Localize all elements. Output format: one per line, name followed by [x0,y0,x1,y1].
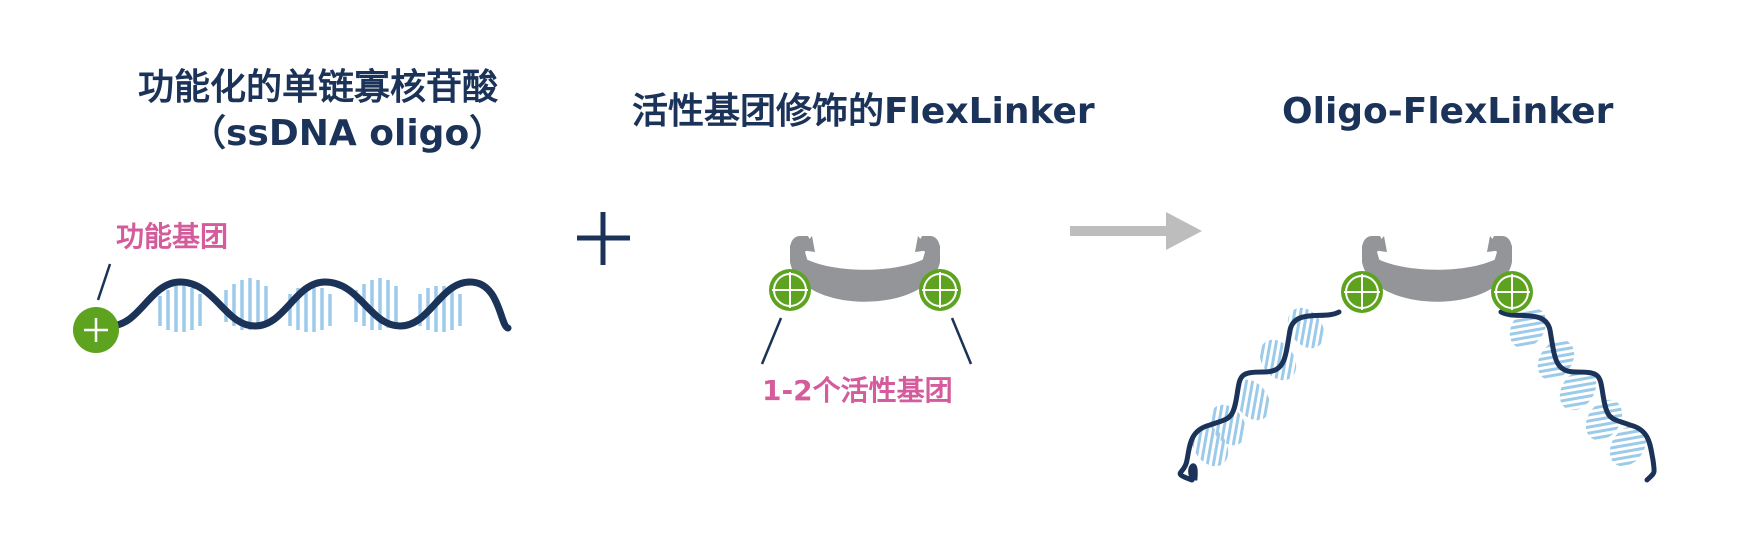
dna-strand-icon [106,278,512,332]
functional-group-label: 功能基团 [116,220,229,253]
panel1-title-line2: （ssDNA oligo） [190,113,506,154]
base-pairs-left-icon [1191,307,1325,467]
active-group-right-icon [919,269,961,311]
dna-strand-right-icon [1498,309,1657,483]
dna-strand-left-icon [1177,309,1342,483]
panel3-title: Oligo-FlexLinker [1282,91,1614,132]
functional-group-plus-icon [73,307,119,353]
conjugated-group-right-icon [1491,271,1533,313]
panel1-title-line1: 功能化的单链寡核苷酸 [138,67,499,108]
plus-operator-icon [577,212,630,265]
ssdna-oligo-illustration [73,263,512,353]
conjugated-group-left-icon [1341,271,1383,313]
callout-line-left [760,317,783,365]
oligo-flexlinker-illustration [1177,236,1657,483]
linker-ring-icon [1362,236,1512,302]
callout-line-right [950,317,973,365]
flexlinker-illustration [760,236,973,365]
active-group-left-icon [769,269,811,311]
panel2-title: 活性基团修饰的FlexLinker [632,91,1095,132]
active-groups-label: 1-2个活性基团 [762,374,953,407]
base-pairs-right-icon [1509,307,1647,467]
callout-line [96,263,112,301]
reaction-arrow-icon [1070,212,1202,250]
linker-ring-icon [790,236,940,302]
